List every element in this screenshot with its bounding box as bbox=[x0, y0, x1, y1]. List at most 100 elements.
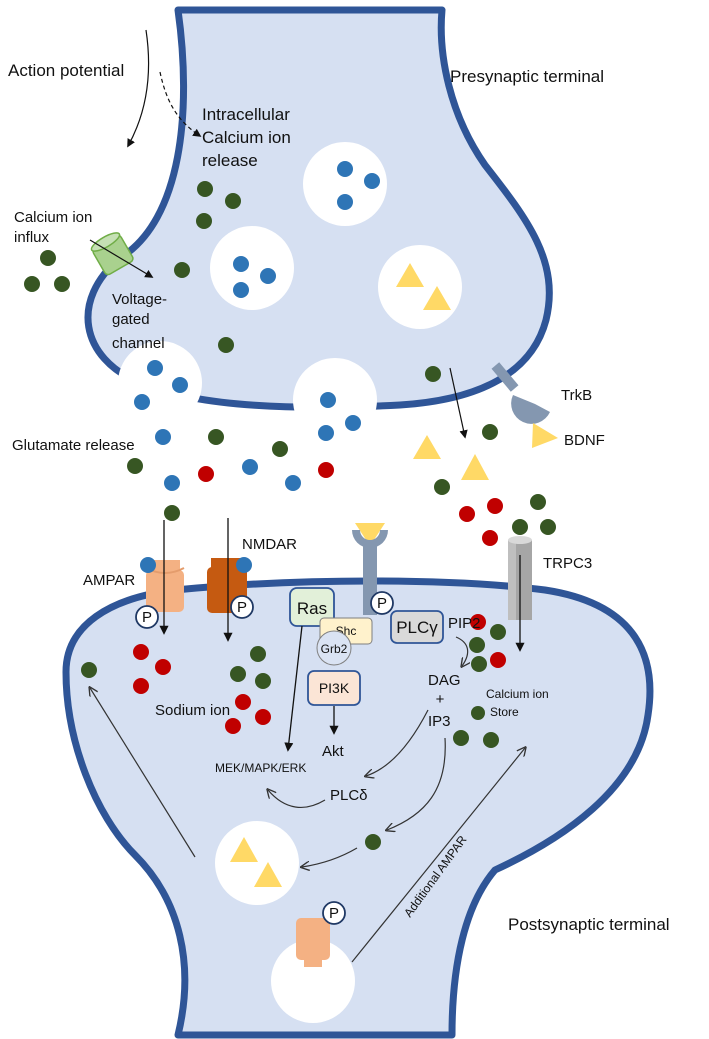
ip3-to-calcium-arrow bbox=[387, 737, 446, 830]
grb2-label: Grb2 bbox=[321, 642, 348, 656]
sodium-ion bbox=[155, 659, 171, 675]
voltage-gated-channel bbox=[90, 232, 134, 276]
glutamate-molecule bbox=[233, 282, 249, 298]
label-vg-1: Voltage- bbox=[112, 291, 167, 308]
pi3k-label: PI3K bbox=[319, 680, 350, 696]
glutamate-molecule bbox=[242, 459, 258, 475]
calcium-ion bbox=[230, 666, 246, 682]
sodium-ion bbox=[133, 678, 149, 694]
calcium-ion bbox=[272, 441, 288, 457]
label-presynaptic: Presynaptic terminal bbox=[450, 67, 604, 86]
label-intracellular-2: Calcium ion bbox=[202, 128, 291, 147]
vesicle-to-membrane-arrow bbox=[90, 688, 196, 858]
label-ca-store-2: Store bbox=[490, 705, 519, 719]
glutamate-molecule bbox=[155, 429, 171, 445]
glutamate-molecule bbox=[134, 394, 150, 410]
calcium-ion bbox=[434, 479, 450, 495]
label-ampar: AMPAR bbox=[83, 572, 135, 589]
calcium-ion bbox=[208, 429, 224, 445]
label-trpc3: TRPC3 bbox=[543, 555, 592, 572]
calcium-ion bbox=[250, 646, 266, 662]
calcium-store-ion bbox=[471, 706, 485, 720]
sodium-ion bbox=[482, 530, 498, 546]
phospho-badge bbox=[322, 901, 346, 925]
label-ca-influx-1: Calcium ion bbox=[14, 209, 92, 226]
glutamate-molecule bbox=[364, 173, 380, 189]
calcium-ion bbox=[512, 519, 528, 535]
glutamate-molecule bbox=[172, 377, 188, 393]
glutamate-molecule bbox=[337, 194, 353, 210]
ampar-vesicle bbox=[271, 939, 355, 1023]
ampar-receptor bbox=[140, 557, 185, 612]
label-intracellular-3: release bbox=[202, 151, 258, 170]
calcium-to-vesicle-arrow bbox=[302, 847, 358, 867]
vesicle-fusing bbox=[118, 341, 202, 425]
sodium-ion bbox=[470, 614, 486, 630]
calcium-ion bbox=[530, 494, 546, 510]
calcium-ion bbox=[24, 276, 40, 292]
label-sodium-ion: Sodium ion bbox=[155, 702, 230, 719]
sodium-ion bbox=[490, 652, 506, 668]
calcium-ion bbox=[164, 505, 180, 521]
bdnf-release-arrow bbox=[449, 367, 468, 439]
dag-to-plcd-arrow bbox=[366, 709, 429, 776]
label-glutamate-release: Glutamate release bbox=[12, 437, 135, 454]
glutamate-molecule bbox=[318, 425, 334, 441]
bdnf-triangle bbox=[461, 454, 489, 480]
vesicle bbox=[210, 226, 294, 310]
pi3k-box bbox=[307, 670, 361, 706]
sodium-ion bbox=[133, 644, 149, 660]
bdnf-triangle bbox=[254, 862, 282, 887]
grb2-circle bbox=[316, 630, 352, 666]
bdnf-triangle bbox=[532, 423, 558, 448]
label-vg-3: channel bbox=[112, 335, 165, 352]
label-bdnf: BDNF bbox=[564, 432, 605, 449]
calcium-ion bbox=[174, 262, 190, 278]
calcium-ion bbox=[469, 637, 485, 653]
glutamate-molecule bbox=[140, 557, 156, 573]
label-action-potential: Action potential bbox=[8, 61, 124, 80]
intracellular-release-arrow bbox=[159, 71, 202, 137]
calcium-ion bbox=[218, 337, 234, 353]
calcium-store-ion bbox=[483, 732, 499, 748]
sodium-ion bbox=[198, 466, 214, 482]
phospho-badge bbox=[230, 595, 254, 619]
additional-ampar-arrow bbox=[351, 748, 525, 963]
glutamate-molecule bbox=[320, 392, 336, 408]
calcium-ion bbox=[471, 656, 487, 672]
phospho-label: P bbox=[377, 595, 387, 612]
calcium-ion bbox=[54, 276, 70, 292]
sodium-ion bbox=[318, 462, 334, 478]
label-intracellular-1: Intracellular bbox=[202, 105, 290, 124]
calcium-ion bbox=[490, 624, 506, 640]
calcium-ion bbox=[197, 181, 213, 197]
calcium-ion bbox=[425, 366, 441, 382]
label-ca-influx-2: influx bbox=[14, 229, 50, 246]
label-nmdar: NMDAR bbox=[242, 536, 297, 553]
calcium-ion bbox=[540, 519, 556, 535]
postsynaptic-vesicle bbox=[215, 821, 299, 905]
plcg-label: PLCγ bbox=[396, 618, 438, 637]
label-mek: MEK/MAPK/ERK bbox=[215, 761, 306, 775]
bdnf-triangle bbox=[423, 286, 451, 310]
calcium-ion bbox=[255, 673, 271, 689]
bdnf-triangle bbox=[355, 523, 385, 546]
phospho-label: P bbox=[329, 905, 339, 922]
label-vg-2: gated bbox=[112, 311, 150, 328]
label-pip2: PIP2 bbox=[448, 615, 481, 632]
calcium-ion bbox=[127, 458, 143, 474]
sodium-ion bbox=[255, 709, 271, 725]
sodium-ion bbox=[225, 718, 241, 734]
plcd-to-mek-arrow bbox=[268, 790, 326, 808]
glutamate-molecule bbox=[260, 268, 276, 284]
sodium-ion bbox=[487, 498, 503, 514]
calcium-ion bbox=[40, 250, 56, 266]
glutamate-molecule bbox=[285, 475, 301, 491]
bdnf-triangle bbox=[413, 435, 441, 459]
phospho-label: P bbox=[142, 609, 152, 626]
phospho-badge bbox=[370, 591, 394, 615]
glutamate-molecule bbox=[147, 360, 163, 376]
label-postsynaptic: Postsynaptic terminal bbox=[508, 915, 670, 934]
glutamate-molecule bbox=[164, 475, 180, 491]
